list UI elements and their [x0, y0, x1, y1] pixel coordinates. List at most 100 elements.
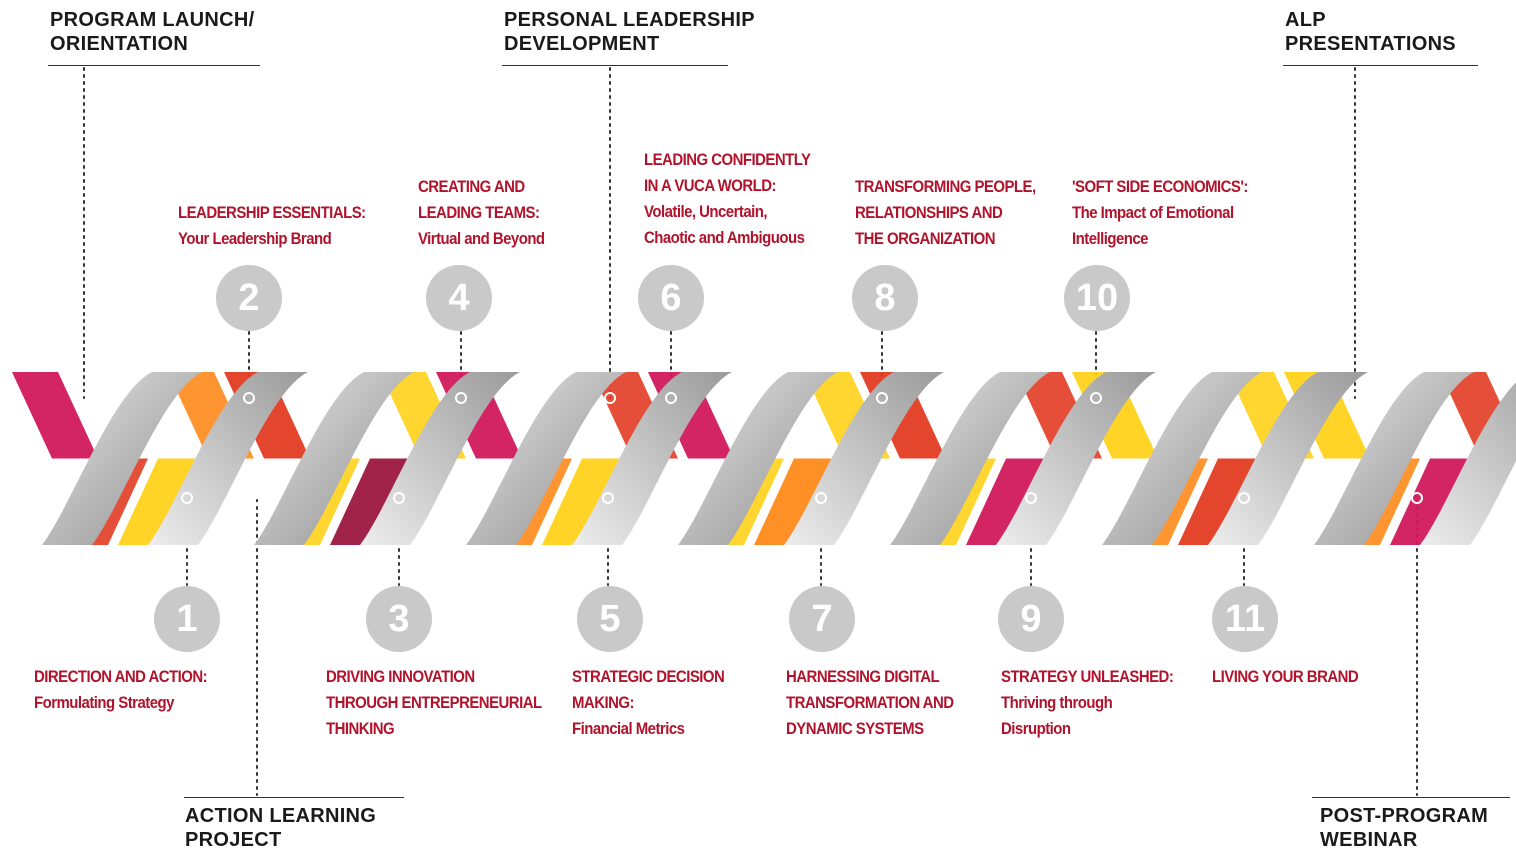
milestone-action-learning-line1: ACTION LEARNING — [185, 805, 377, 827]
module-number-3: 3 — [366, 586, 432, 652]
gray-ribbon — [42, 372, 202, 545]
module-2-subtitle: Your Leadership Brand — [178, 229, 332, 248]
connector-node — [815, 492, 827, 504]
connector-node — [455, 392, 467, 404]
milestone-personal-leadership-rule — [502, 65, 728, 66]
gray-ribbon — [360, 372, 520, 545]
module-1-label: DIRECTION AND ACTION: Formulating Strate… — [34, 664, 208, 716]
module-3-title-3: THINKING — [326, 719, 395, 738]
connector-node — [243, 392, 255, 404]
module-3-label: DRIVING INNOVATION THROUGH ENTREPRENEURI… — [326, 664, 542, 742]
module-7-title-2: TRANSFORMATION AND — [786, 693, 954, 712]
module-9-subtitle-1: Thriving through — [1001, 693, 1113, 712]
gray-ribbon — [890, 372, 1050, 545]
color-ribbon — [1390, 458, 1476, 545]
milestone-program-launch: PROGRAM LAUNCH/ ORIENTATION — [50, 8, 255, 56]
module-9-label: STRATEGY UNLEASHED: Thriving through Dis… — [1001, 664, 1174, 742]
connector-node — [1411, 492, 1423, 504]
milestone-alp-presentations-line1: ALP — [1285, 9, 1326, 31]
module-2-label: LEADERSHIP ESSENTIALS: Your Leadership B… — [178, 200, 366, 252]
module-8-label: TRANSFORMING PEOPLE, RELATIONSHIPS AND T… — [855, 174, 1036, 252]
color-ribbon — [12, 372, 98, 459]
module-8-title-2: RELATIONSHIPS AND — [855, 203, 1003, 222]
connector-node — [1349, 392, 1361, 404]
gray-ribbon — [1102, 372, 1262, 545]
module-4-subtitle: Virtual and Beyond — [418, 229, 545, 248]
color-ribbon — [542, 458, 628, 545]
milestone-alp-presentations: ALP PRESENTATIONS — [1285, 8, 1456, 56]
module-11-label: LIVING YOUR BRAND — [1212, 664, 1359, 690]
milestone-personal-leadership-line2: DEVELOPMENT — [504, 33, 660, 55]
connector-nodes — [78, 392, 1423, 504]
module-5-title-2: MAKING: — [572, 693, 634, 712]
milestone-personal-leadership: PERSONAL LEADERSHIP DEVELOPMENT — [504, 8, 755, 56]
module-11-title: LIVING YOUR BRAND — [1212, 667, 1359, 686]
color-ribbon — [118, 458, 204, 545]
module-10-subtitle-1: The Impact of Emotional — [1072, 203, 1234, 222]
module-number-4: 4 — [426, 265, 492, 331]
color-ribbon — [330, 458, 416, 545]
milestone-program-launch-rule — [48, 65, 260, 66]
milestone-post-program-line1: POST-PROGRAM — [1320, 805, 1489, 827]
module-3-title-2: THROUGH ENTREPRENEURIAL — [326, 693, 542, 712]
module-10-title: 'SOFT SIDE ECONOMICS': — [1072, 177, 1248, 196]
module-6-title-1: LEADING CONFIDENTLY — [644, 150, 811, 169]
color-ribbon — [966, 458, 1052, 545]
connector-node — [1090, 392, 1102, 404]
module-number-6: 6 — [638, 265, 704, 331]
connector-node — [604, 392, 616, 404]
module-10-subtitle-2: Intelligence — [1072, 229, 1148, 248]
connector-node — [1025, 492, 1037, 504]
module-1-title: DIRECTION AND ACTION: — [34, 667, 208, 686]
module-10-label: 'SOFT SIDE ECONOMICS': The Impact of Emo… — [1072, 174, 1248, 252]
module-7-title-3: DYNAMIC SYSTEMS — [786, 719, 924, 738]
module-4-title-1: CREATING AND — [418, 177, 525, 196]
gray-ribbon — [254, 372, 414, 545]
milestone-post-program: POST-PROGRAM WEBINAR — [1320, 804, 1488, 852]
milestone-action-learning-line2: PROJECT — [185, 829, 282, 851]
module-6-title-2: IN A VUCA WORLD: — [644, 176, 777, 195]
module-7-label: HARNESSING DIGITAL TRANSFORMATION AND DY… — [786, 664, 954, 742]
gray-ribbon — [148, 372, 308, 545]
milestone-program-launch-line1: PROGRAM LAUNCH/ — [50, 9, 255, 31]
module-3-title-1: DRIVING INNOVATION — [326, 667, 475, 686]
module-number-10: 10 — [1064, 265, 1130, 331]
module-number-5: 5 — [577, 586, 643, 652]
module-9-subtitle-2: Disruption — [1001, 719, 1071, 738]
gray-ribbon — [1314, 372, 1474, 545]
gray-ribbon — [996, 372, 1156, 545]
connector-node — [78, 392, 90, 404]
connector-node — [393, 492, 405, 504]
milestone-post-program-rule — [1312, 797, 1510, 798]
module-number-11: 11 — [1212, 586, 1278, 652]
gray-ribbon — [466, 372, 626, 545]
connector-node — [665, 392, 677, 404]
module-8-title-1: TRANSFORMING PEOPLE, — [855, 177, 1036, 196]
connector-node — [251, 492, 263, 504]
milestone-action-learning-rule — [184, 797, 404, 798]
module-4-title-2: LEADING TEAMS: — [418, 203, 540, 222]
module-8-title-3: THE ORGANIZATION — [855, 229, 996, 248]
module-number-8: 8 — [852, 265, 918, 331]
milestone-alp-presentations-rule — [1283, 65, 1478, 66]
milestone-personal-leadership-line1: PERSONAL LEADERSHIP — [504, 9, 755, 31]
module-5-subtitle: Financial Metrics — [572, 719, 685, 738]
connector-node — [1238, 492, 1250, 504]
connector-node — [602, 492, 614, 504]
module-number-2: 2 — [216, 265, 282, 331]
gray-ribbon — [678, 372, 838, 545]
connector-node — [181, 492, 193, 504]
module-1-subtitle: Formulating Strategy — [34, 693, 174, 712]
module-6-subtitle-1: Volatile, Uncertain, — [644, 202, 768, 221]
milestone-post-program-line2: WEBINAR — [1320, 829, 1418, 851]
module-number-1: 1 — [154, 586, 220, 652]
milestone-alp-presentations-line2: PRESENTATIONS — [1285, 33, 1456, 55]
module-5-title-1: STRATEGIC DECISION — [572, 667, 725, 686]
connector-node — [876, 392, 888, 404]
color-ribbon — [754, 458, 840, 545]
module-9-title: STRATEGY UNLEASHED: — [1001, 667, 1174, 686]
module-7-title-1: HARNESSING DIGITAL — [786, 667, 940, 686]
milestone-action-learning: ACTION LEARNING PROJECT — [185, 804, 376, 852]
